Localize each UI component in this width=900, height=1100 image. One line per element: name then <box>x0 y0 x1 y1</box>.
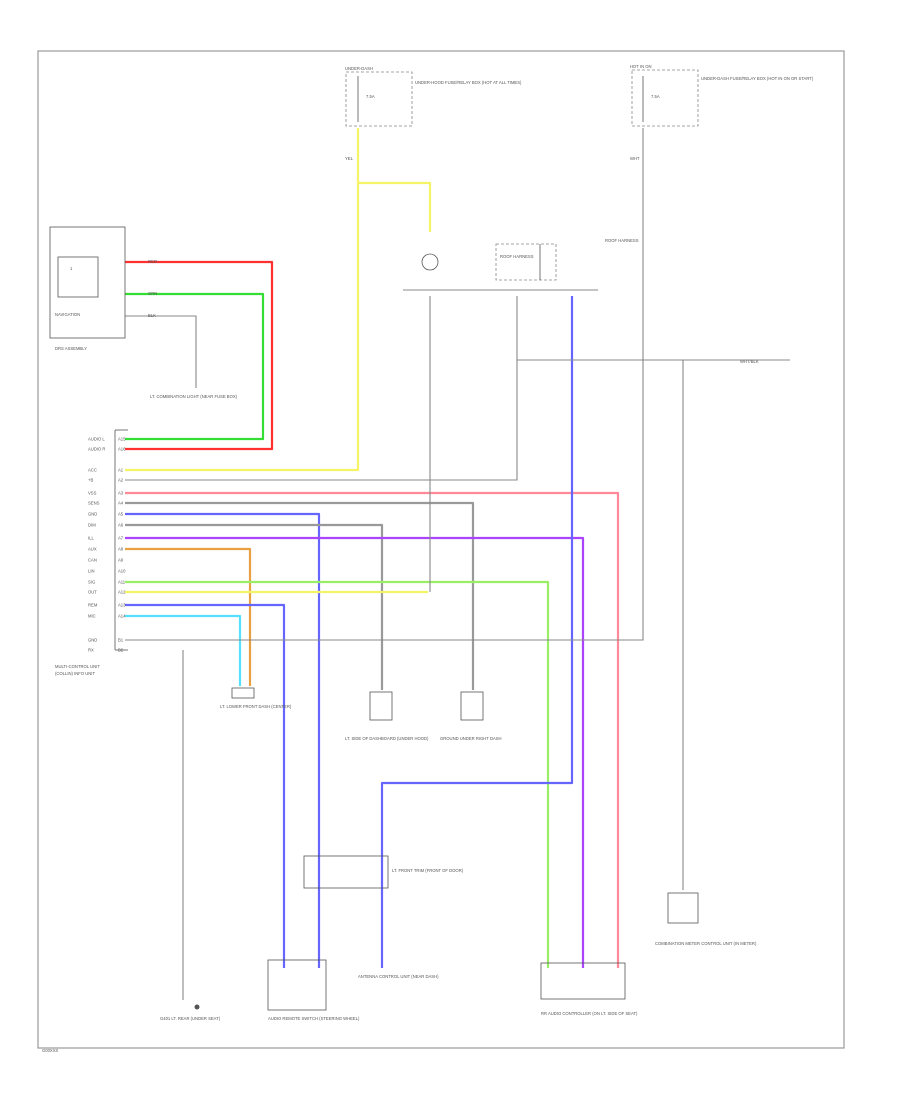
svg-text:AUDIO REMOTE SWITCH (STEERING: AUDIO REMOTE SWITCH (STEERING WHEEL) <box>268 1016 360 1021</box>
component-antenna: ANTENNA CONTROL UNIT (NEAR DASH) <box>358 974 439 979</box>
svg-text:ROOF HARNESS: ROOF HARNESS <box>605 238 639 243</box>
svg-text:ANTENNA CONTROL UNIT (NEAR DAS: ANTENNA CONTROL UNIT (NEAR DASH) <box>358 974 439 979</box>
pin-label: A3 <box>118 491 124 496</box>
row-label: CAN <box>88 558 97 563</box>
row-label: DIM <box>88 523 96 528</box>
component-meter: COMBINATION METER CONTROL UNIT (IN METER… <box>655 892 757 946</box>
ground-connector-3: GROUND UNDER RIGHT DASH <box>440 691 502 741</box>
ground-g1: LT. COMBINATION LIGHT (NEAR FUSE BOX) <box>150 394 238 399</box>
svg-text:UNDER-HOOD FUSE/RELAY BOX (HOT: UNDER-HOOD FUSE/RELAY BOX (HOT AT ALL TI… <box>415 80 522 85</box>
label-wht: WHT <box>630 156 640 161</box>
label-red: RED <box>148 259 157 264</box>
row-label: AUDIO R <box>88 447 105 452</box>
pin-label: A6 <box>118 523 124 528</box>
svg-text:7.5A: 7.5A <box>651 94 660 99</box>
row-label: REM <box>88 603 98 608</box>
wire-cyan <box>125 614 242 686</box>
wire-pink <box>125 491 620 968</box>
pin-label: B2 <box>118 648 124 653</box>
svg-text:GROUND UNDER RIGHT DASH: GROUND UNDER RIGHT DASH <box>440 736 502 741</box>
row-label: GND <box>88 512 97 517</box>
svg-text:1: 1 <box>70 266 73 271</box>
pin-label: A8 <box>118 547 124 552</box>
component-steering-switch: AUDIO REMOTE SWITCH (STEERING WHEEL) <box>267 959 360 1021</box>
svg-text:MULTI-CONTROL UNIT: MULTI-CONTROL UNIT <box>55 664 100 669</box>
wire-green-signal <box>125 292 265 441</box>
pin-label: A4 <box>118 501 124 506</box>
component-rr-audio: RR AUDIO CONTROLLER (ON LT. SIDE OF SEAT… <box>540 962 638 1016</box>
svg-text:LT. FRONT TRIM (FRONT OF DOOR): LT. FRONT TRIM (FRONT OF DOOR) <box>392 868 464 873</box>
svg-text:LT. SIDE OF DASHBOARD (UNDER H: LT. SIDE OF DASHBOARD (UNDER HOOD) <box>345 736 429 741</box>
wire-gray-2 <box>125 523 384 690</box>
row-label: OUT <box>88 590 97 595</box>
pin-label: A1 <box>118 468 124 473</box>
pin-labels: A15 AUDIO L A16 AUDIO R A1 ACC A2 +B A3 VSS A4 SENS… <box>88 437 126 653</box>
pin-label: A16 <box>118 447 126 452</box>
row-label: MIC <box>88 614 96 619</box>
row-label: RX <box>88 648 94 653</box>
pin-label: B1 <box>118 638 124 643</box>
pin-label: A5 <box>118 512 124 517</box>
row-label: AUX <box>88 547 97 552</box>
row-label: VSS <box>88 491 97 496</box>
wire-orange <box>125 547 252 686</box>
wire-blue-2 <box>125 603 286 968</box>
pin-label: A12 <box>118 590 126 595</box>
svg-text:DRS ASSEMBLY: DRS ASSEMBLY <box>55 346 87 351</box>
svg-text:(COLLIN) INFO UNIT: (COLLIN) INFO UNIT <box>55 671 95 676</box>
label-whtblk: WHT/BLK <box>740 359 759 364</box>
svg-text:LT. LOWER FRONT DASH (CENTER): LT. LOWER FRONT DASH (CENTER) <box>220 704 292 709</box>
label-blk: BLK <box>148 313 156 318</box>
row-label: +B <box>88 478 93 483</box>
navigation-unit: 1 NAVIGATION DRS ASSEMBLY <box>49 226 126 351</box>
wire-red-power <box>125 260 274 451</box>
svg-text:HOT IN ON: HOT IN ON <box>630 64 652 69</box>
svg-text:NAVIGATION: NAVIGATION <box>55 312 80 317</box>
row-label: GND <box>88 638 97 643</box>
svg-text:G401 LT. REAR (UNDER SEAT): G401 LT. REAR (UNDER SEAT) <box>160 1016 221 1021</box>
pin-label: A13 <box>118 603 126 608</box>
svg-text:UNDER-DASH: UNDER-DASH <box>345 66 373 71</box>
row-label: ACC <box>88 468 97 473</box>
svg-text:RR AUDIO CONTROLLER (ON LT. SI: RR AUDIO CONTROLLER (ON LT. SIDE OF SEAT… <box>541 1011 638 1016</box>
ground-connector-2: LT. SIDE OF DASHBOARD (UNDER HOOD) <box>345 691 429 741</box>
svg-text:ROOF HARNESS: ROOF HARNESS <box>500 254 534 259</box>
row-label: AUDIO L <box>88 437 105 442</box>
wire-gray-ground <box>125 128 790 1000</box>
junction-block: LT. FRONT TRIM (FRONT OF DOOR) <box>303 855 464 889</box>
wire-purple <box>125 536 585 968</box>
wire-blue-3 <box>380 296 574 968</box>
pin-label: A2 <box>118 478 124 483</box>
label-yel: YEL <box>345 156 354 161</box>
svg-text:UNDER-DASH FUSE/RELAY BOX (HOT: UNDER-DASH FUSE/RELAY BOX (HOT IN ON OR … <box>701 76 814 81</box>
ground-connector-1: LT. LOWER FRONT DASH (CENTER) <box>220 687 292 709</box>
pin-label: A10 <box>118 569 126 574</box>
row-label: SENS <box>88 501 100 506</box>
diagram-frame <box>37 50 845 1049</box>
svg-text:LT. COMBINATION LIGHT (NEAR FU: LT. COMBINATION LIGHT (NEAR FUSE BOX) <box>150 394 238 399</box>
wire-green-lower <box>125 580 550 968</box>
wire-gray-1 <box>125 501 475 690</box>
pin-label: A11 <box>118 580 126 585</box>
label-grn: GRN <box>148 291 157 296</box>
pin-label: A15 <box>118 437 126 442</box>
pin-label: A7 <box>118 536 124 541</box>
pin-label: A9 <box>118 558 124 563</box>
wire-blue-1 <box>125 512 321 968</box>
wire-yellow-top <box>125 128 432 472</box>
footer-code: G00XXX <box>42 1048 59 1053</box>
control-unit: MULTI-CONTROL UNIT (COLLIN) INFO UNIT <box>55 429 128 676</box>
svg-text:7.5A: 7.5A <box>366 94 375 99</box>
ground-bottom: G401 LT. REAR (UNDER SEAT) <box>160 1004 221 1021</box>
relay-switch: ROOF HARNESS ROOF HARNESS <box>421 238 639 281</box>
fuse-box-right: HOT IN ON 7.5A UNDER-DASH FUSE/RELAY BOX… <box>630 64 814 127</box>
row-label: LIN <box>88 569 95 574</box>
row-label: SIG <box>88 580 95 585</box>
fuse-box-top: UNDER-DASH 7.5A UNDER-HOOD FUSE/RELAY BO… <box>345 66 522 127</box>
row-label: ILL <box>88 536 94 541</box>
pin-label: A14 <box>118 614 126 619</box>
svg-text:COMBINATION METER CONTROL UNIT: COMBINATION METER CONTROL UNIT (IN METER… <box>655 941 757 946</box>
